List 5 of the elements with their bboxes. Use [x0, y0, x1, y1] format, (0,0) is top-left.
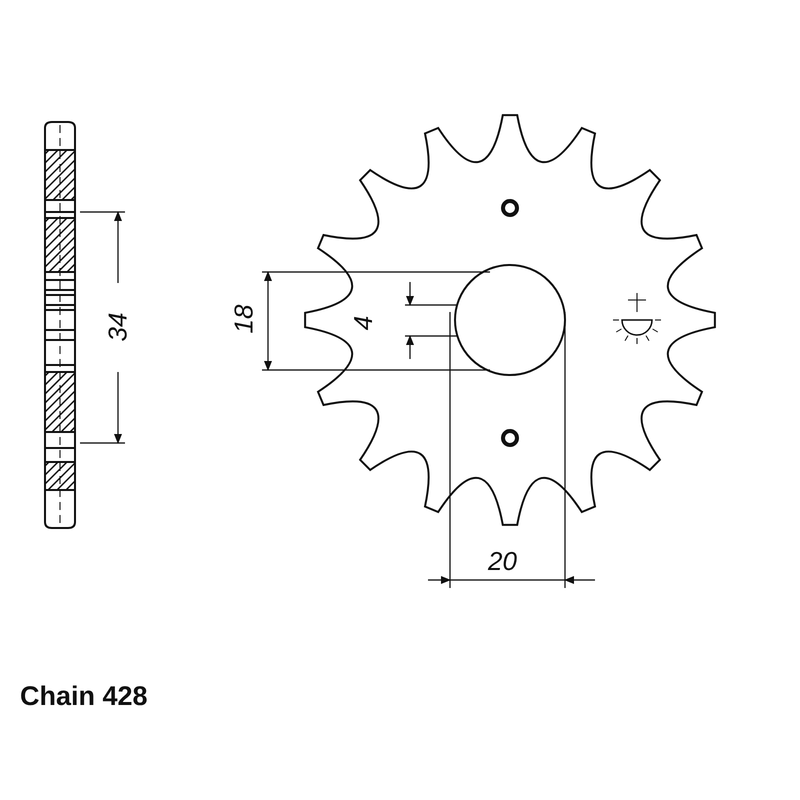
dimension-label: 4 — [350, 316, 376, 330]
dimension-label: 34 — [104, 312, 130, 342]
dimension-label: 20 — [488, 548, 517, 574]
dimension-label: 18 — [230, 304, 256, 334]
chain-size-label: Chain 428 — [20, 683, 148, 709]
